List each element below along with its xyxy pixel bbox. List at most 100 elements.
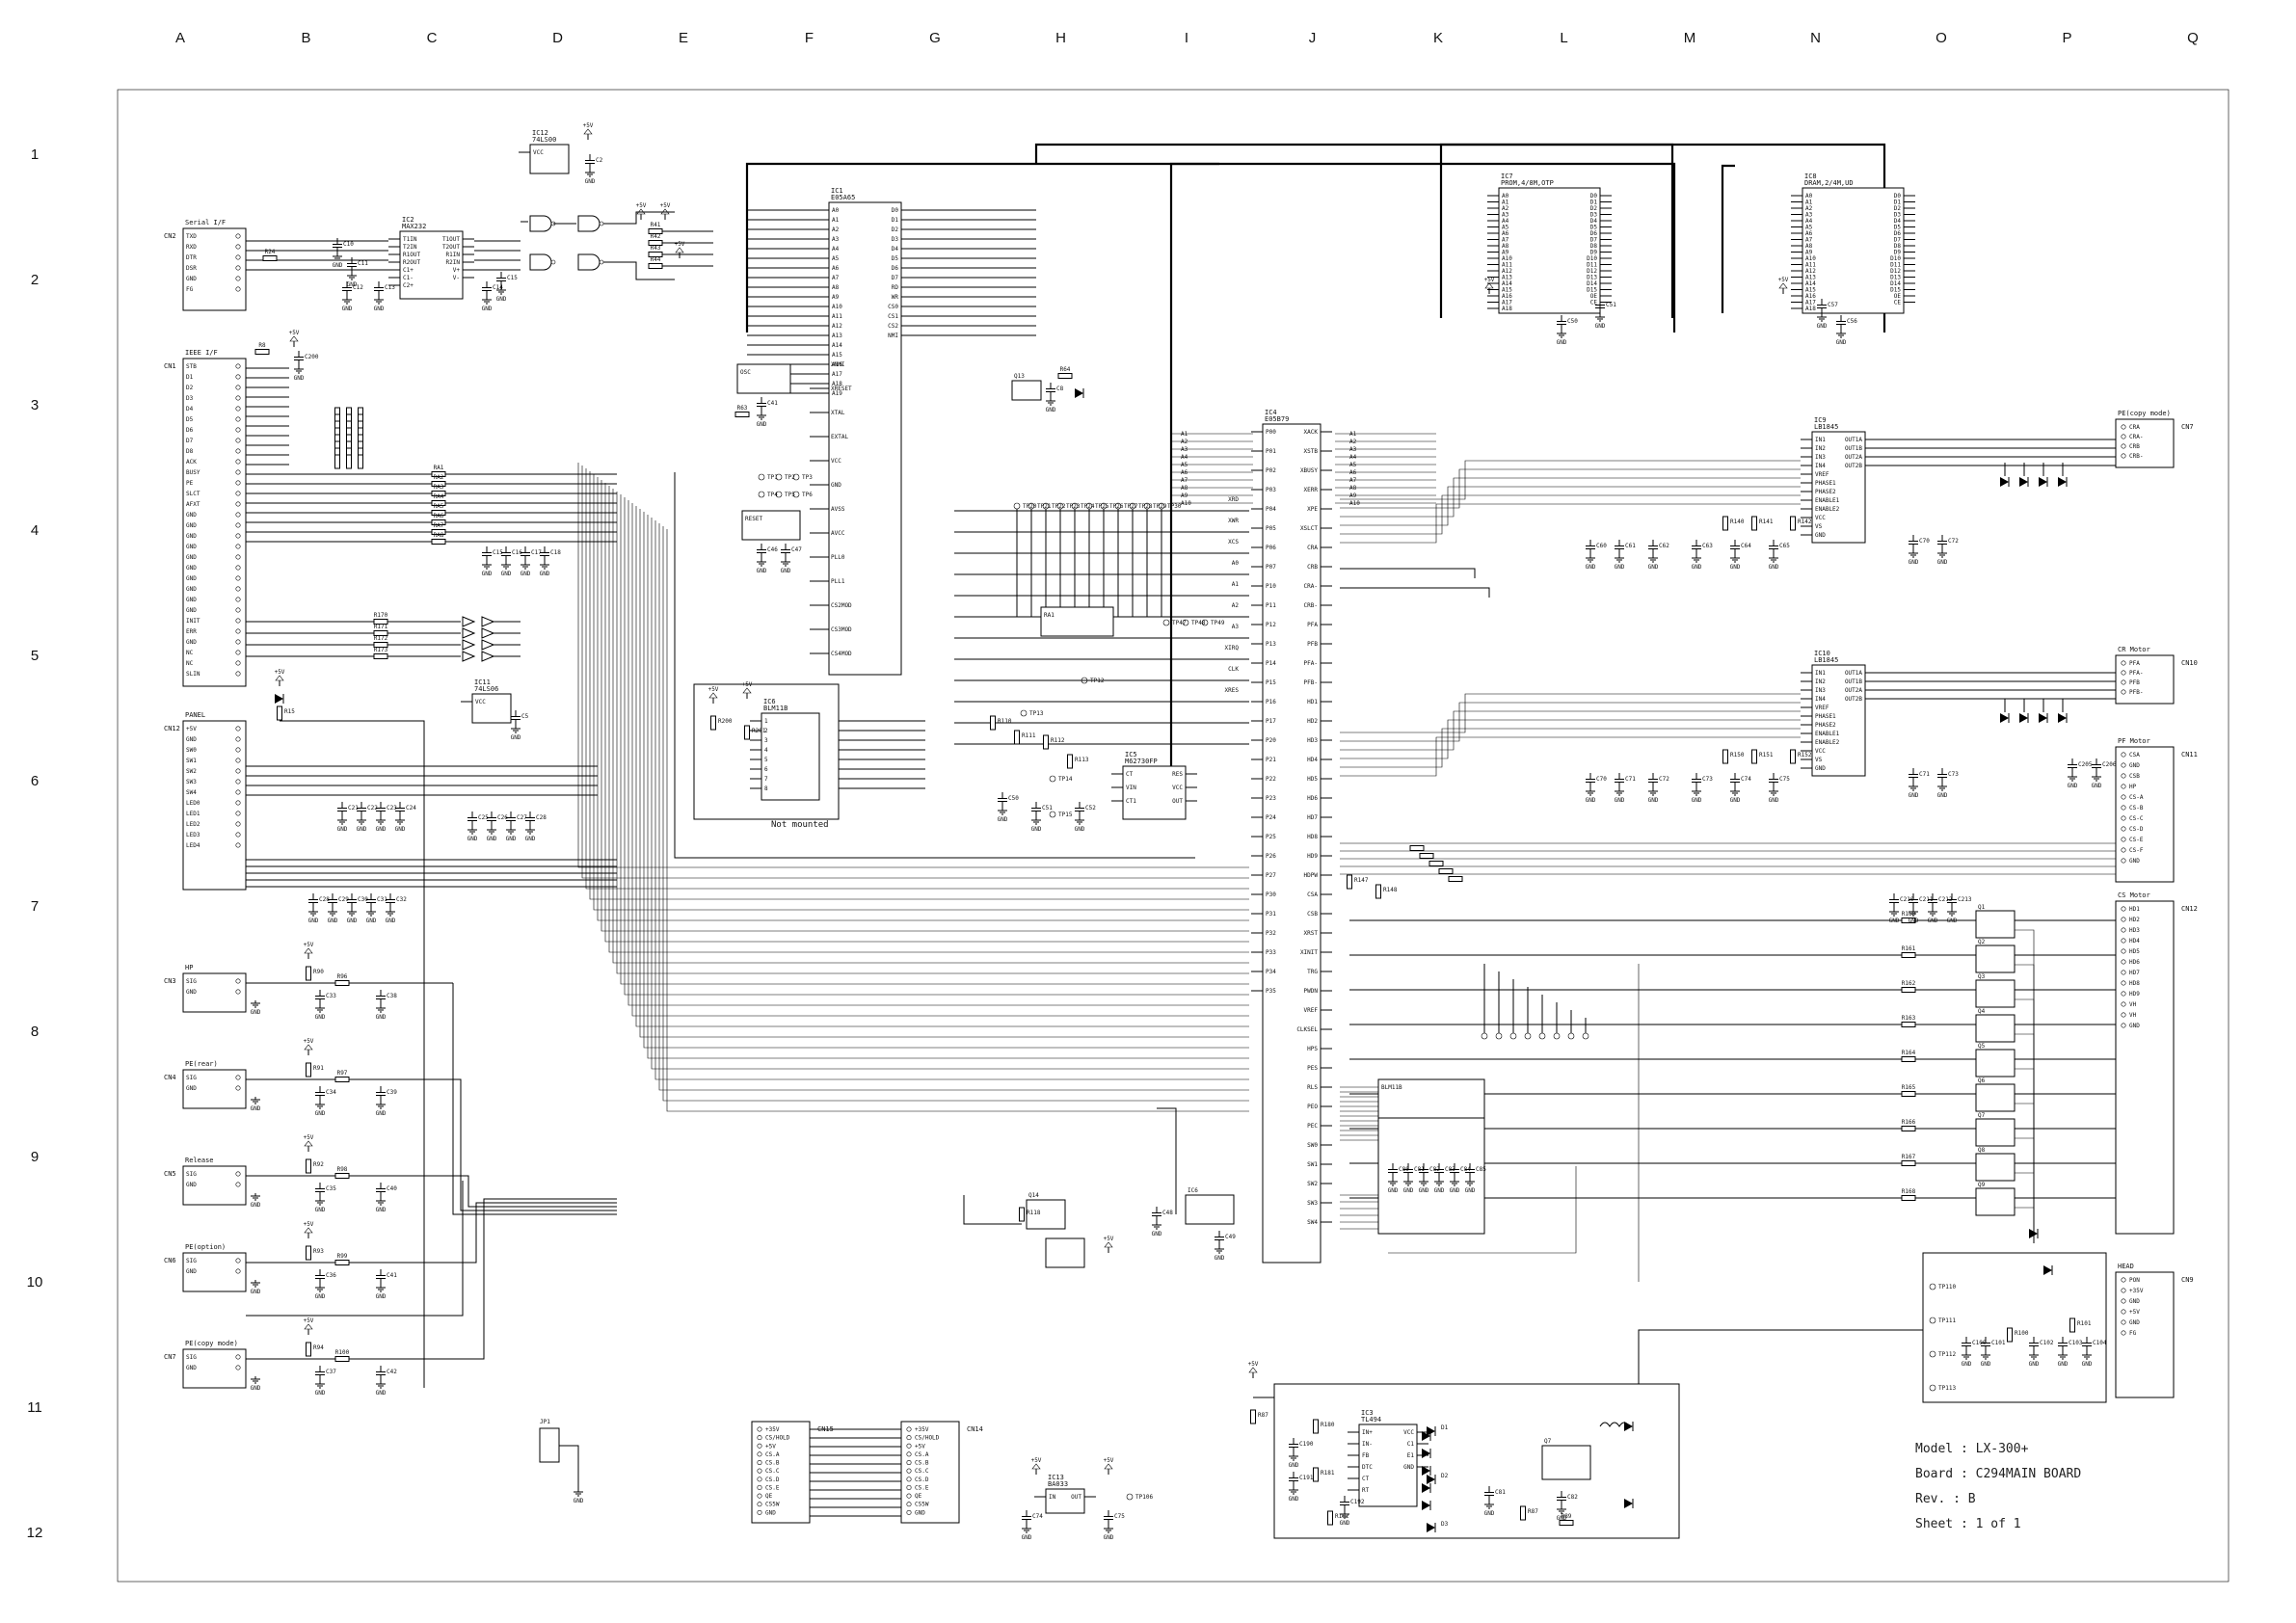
ground-label: GND bbox=[1769, 564, 1779, 571]
ic-pin-left: 4 bbox=[764, 747, 768, 754]
ground-label: GND bbox=[1692, 797, 1702, 804]
connector-body bbox=[182, 1069, 247, 1109]
ground-label: GND bbox=[395, 826, 406, 833]
address-label: A6 bbox=[1181, 469, 1188, 476]
connector-pin bbox=[2121, 938, 2126, 944]
connector-pin-label: D3 bbox=[186, 395, 194, 402]
gate-bubble bbox=[550, 221, 556, 226]
wire bbox=[1388, 1166, 1577, 1254]
capacitor-ref: C52 bbox=[1085, 805, 1096, 812]
ic-pin-left: A4 bbox=[1805, 218, 1813, 225]
ground-label: GND bbox=[511, 734, 521, 741]
test-point-ref: TP2 bbox=[785, 474, 795, 481]
resistor-body bbox=[1790, 516, 1796, 531]
transistor-ref: Q7 bbox=[1544, 1438, 1552, 1445]
ic-pin-left: IN+ bbox=[1362, 1429, 1373, 1436]
resistor-ref: R173 bbox=[374, 647, 388, 653]
resistor-ref: R161 bbox=[1902, 945, 1916, 952]
connector-pin bbox=[235, 1171, 241, 1177]
test-point-circle bbox=[1126, 1493, 1134, 1501]
diode bbox=[2019, 713, 2029, 723]
capacitor-ref: C100 bbox=[1972, 1340, 1987, 1346]
ground-label: GND bbox=[315, 1293, 326, 1300]
test-point-circle bbox=[1114, 502, 1122, 510]
test-point-ref: TP24 bbox=[1081, 503, 1095, 510]
ic-pin-left: C2+ bbox=[403, 282, 414, 289]
connector-pin-label: HD9 bbox=[2129, 991, 2140, 998]
resistor: R118 bbox=[1019, 1207, 1041, 1222]
ground-symbol: GND bbox=[1909, 909, 1919, 924]
connector-body bbox=[182, 972, 247, 1013]
vcc-symbol: +5V bbox=[1031, 1457, 1042, 1475]
resistor-ref: R140 bbox=[1730, 519, 1745, 525]
ic-pin-label: PLL0 bbox=[831, 554, 845, 561]
ic-pin-right: D4 bbox=[892, 246, 899, 253]
ic-pin-left: C1+ bbox=[403, 267, 414, 274]
capacitor-ref: C190 bbox=[1299, 1441, 1314, 1448]
connector-pin bbox=[235, 747, 241, 753]
connector-pin-label: HD2 bbox=[2129, 917, 2140, 923]
ground-label: GND bbox=[1046, 407, 1056, 413]
connector-pin bbox=[757, 1426, 762, 1432]
test-point-ref: TP12 bbox=[1090, 678, 1105, 684]
ground-symbol: GND bbox=[376, 1005, 387, 1021]
test-point-circle bbox=[1538, 1032, 1546, 1040]
resistor: R63 bbox=[734, 405, 750, 417]
row-label: 6 bbox=[31, 773, 39, 789]
connector-id: CN5 bbox=[164, 1170, 176, 1178]
connector-pin-label: PFA- bbox=[2129, 670, 2143, 677]
connector-pin bbox=[2121, 837, 2126, 842]
ic-ref: IC8 bbox=[1804, 173, 1817, 180]
connector-id: CN12 bbox=[2181, 905, 2198, 913]
connector-pin bbox=[235, 244, 241, 250]
diode-ref: D3 bbox=[1441, 1521, 1449, 1528]
diode-body bbox=[1422, 1501, 1430, 1510]
resistor-ref: R87 bbox=[1258, 1412, 1268, 1419]
diode bbox=[1427, 1523, 1436, 1532]
resistor-ref: RA8 bbox=[434, 532, 444, 539]
connector-pin bbox=[235, 736, 241, 742]
resistor bbox=[358, 454, 363, 469]
connector-pin-label: CS/HOLD bbox=[765, 1435, 790, 1442]
connector-pin bbox=[235, 607, 241, 613]
ic-pin-left: A1 bbox=[832, 217, 840, 224]
ic-pin-left: A2 bbox=[1502, 205, 1509, 212]
vcc-label: +5V bbox=[583, 122, 594, 129]
capacitor-ref: C16 bbox=[512, 549, 522, 556]
ic-pin-right: HD5 bbox=[1307, 776, 1318, 783]
ic-ref: IC4 bbox=[1265, 409, 1277, 416]
ground-symbol: GND bbox=[540, 562, 550, 577]
connector-pin bbox=[906, 1493, 912, 1499]
address-label: A8 bbox=[1181, 485, 1188, 492]
ic-pin-left: 1 bbox=[764, 718, 768, 725]
ground-symbol: GND bbox=[1557, 1506, 1567, 1522]
resistor-ref: R163 bbox=[1902, 1015, 1916, 1022]
connector-pin bbox=[235, 276, 241, 281]
ground-symbol: GND bbox=[395, 817, 406, 833]
ground-label: GND bbox=[781, 568, 791, 574]
ic-pin-left: P04 bbox=[1266, 506, 1276, 513]
connector-pin-label: CS.E bbox=[765, 1484, 780, 1491]
transistor-body bbox=[1045, 1237, 1085, 1268]
resistor-body bbox=[306, 966, 311, 981]
ground-label: GND bbox=[2058, 1361, 2069, 1368]
connector-pin bbox=[235, 842, 241, 848]
resistor-body bbox=[1901, 1126, 1916, 1131]
connector-pin-label: D7 bbox=[186, 438, 194, 444]
resistor-body bbox=[1722, 749, 1728, 764]
wire bbox=[453, 1202, 617, 1264]
resistor: RA8 bbox=[431, 532, 446, 545]
ic-pin-right: PEO bbox=[1307, 1104, 1318, 1110]
capacitor-ref: C18 bbox=[550, 549, 561, 556]
capacitor-ref: C81 bbox=[1495, 1489, 1506, 1496]
connector-pin-label: CS-A bbox=[2129, 794, 2144, 801]
diode bbox=[1427, 1475, 1436, 1484]
